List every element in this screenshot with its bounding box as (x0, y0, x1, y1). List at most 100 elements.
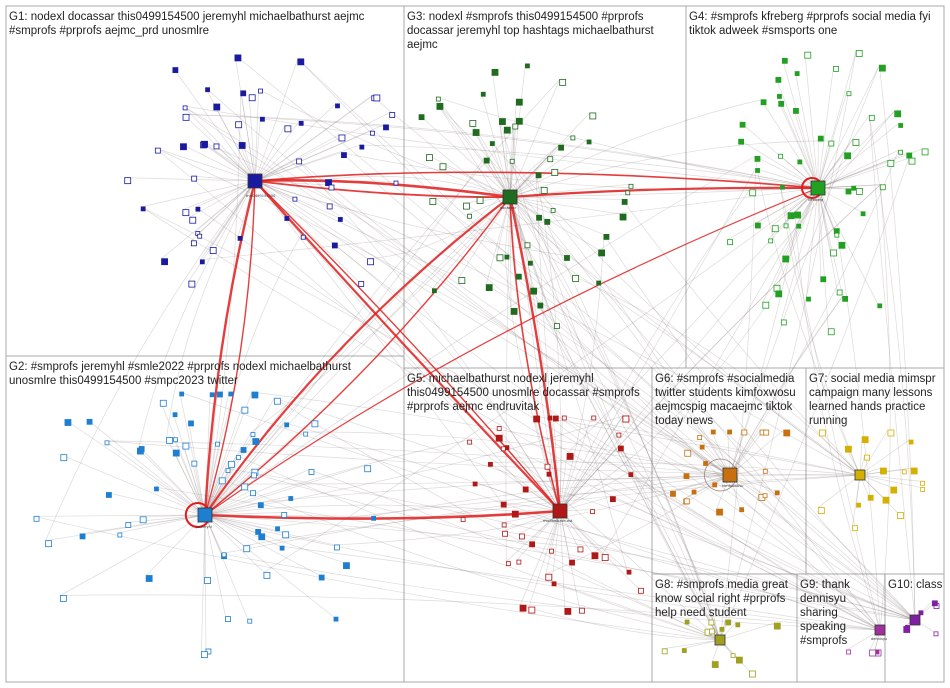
cross-edge-136 (535, 172, 562, 512)
node-g3-23 (570, 135, 576, 141)
node-g3-7 (554, 323, 560, 329)
node-g1-43 (284, 216, 290, 221)
node-g7-11 (880, 467, 887, 475)
node-g4-43 (778, 153, 783, 159)
node-g3-50 (550, 207, 556, 213)
edge-g4-45 (773, 187, 819, 286)
cross-edge-117 (780, 185, 881, 631)
node-g2-50 (275, 526, 280, 532)
cross-edge-122 (154, 486, 916, 621)
node-g3-45 (559, 78, 567, 86)
edge-g4-6 (817, 50, 857, 189)
cross-edge-15 (794, 211, 881, 631)
edge-g2-24 (204, 514, 265, 573)
edge-g3-29 (436, 103, 511, 198)
edge-g5-40 (467, 439, 561, 512)
node-g6-12 (741, 429, 748, 436)
edge-g4-44 (817, 110, 895, 189)
node-g3-47 (540, 186, 548, 194)
node-g4-46 (844, 152, 851, 160)
hub-label-g4: kfreberg (808, 198, 823, 202)
cross-edge-32 (559, 189, 750, 512)
edge-g4-37 (760, 99, 819, 189)
edge-g1-39 (209, 180, 256, 248)
cross-edge-70 (516, 273, 881, 631)
node-g5-21 (505, 561, 511, 567)
node-g5-44 (546, 471, 552, 477)
hub-node-g4 (810, 180, 826, 196)
edge-g4-12 (754, 156, 819, 189)
node-g3-43 (472, 129, 480, 136)
edge-g5-13 (559, 510, 570, 561)
edge-g4-50 (781, 58, 819, 189)
node-g6-8 (684, 449, 692, 457)
cross-edge-25 (250, 196, 511, 433)
node-g7-2 (890, 486, 898, 494)
g8-label: G8: #smprofs media great (655, 579, 789, 591)
node-g5-38 (566, 453, 574, 460)
node-g5-3 (472, 481, 478, 487)
cross-edge-31 (490, 141, 731, 476)
node-g1-53 (201, 140, 208, 148)
edge-g4-25 (777, 94, 819, 189)
group-labels: G1: nodexl docassar this0499154500 jerem… (9, 11, 943, 647)
edge-g1-48 (254, 95, 372, 182)
node-g2-63 (284, 422, 290, 428)
edge-g1-4 (254, 89, 259, 182)
edge-g3-8 (426, 154, 511, 198)
edge-g5-20 (559, 510, 628, 571)
node-g6-2 (703, 461, 708, 466)
red-edges (184, 171, 823, 528)
edge-g6-18 (683, 473, 731, 476)
edge-g1-31 (200, 141, 256, 182)
edge-g6-0 (710, 429, 731, 476)
cross-edge-2 (359, 144, 819, 189)
node-g2-14 (179, 391, 185, 397)
edge-g4-3 (775, 77, 819, 189)
g3-label-line2: docassar jeremyhl top hashtags michaelba… (407, 25, 655, 37)
cross-edge-116 (204, 415, 623, 516)
cross-edge-38 (754, 156, 861, 476)
cross-edge-145 (591, 415, 881, 631)
cross-edge-99 (603, 234, 916, 621)
node-g1-19 (359, 144, 365, 150)
node-g7-13 (901, 469, 907, 475)
node-g1-47 (358, 280, 365, 287)
node-g7-4 (882, 496, 890, 504)
g6-label-line2: twitter students kimfoxwosu (655, 387, 796, 399)
node-g8-11 (709, 628, 715, 635)
edge-g2-3 (204, 514, 226, 617)
node-g4-2 (879, 184, 886, 191)
cross-edge-102 (483, 157, 721, 641)
cross-edge-64 (332, 242, 881, 631)
node-g2-13 (311, 420, 319, 428)
edge-g5-2 (502, 510, 561, 532)
cross-edge-93 (719, 50, 857, 641)
edge-g2-13 (204, 420, 313, 516)
edge-g1-18 (182, 180, 256, 210)
edge-g1-35 (124, 177, 256, 182)
cross-edge-80 (559, 184, 881, 512)
cross-edge-154 (166, 180, 256, 438)
node-g5-31 (617, 445, 624, 452)
cross-edge-40 (371, 474, 731, 517)
node-g2-33 (172, 412, 178, 418)
g5-label: G5: michaelbathurst nodexl jeremyhl (407, 373, 594, 385)
cross-edge-35 (204, 439, 468, 516)
node-g3-48 (515, 98, 523, 106)
edge-g2-64 (204, 432, 252, 516)
node-g4-3 (775, 77, 782, 83)
g7-label-line2: campaign many lessons (809, 387, 933, 399)
g6-label-line3: aejmcspig macaejmc tiktok (655, 401, 793, 413)
edge-g2-11 (204, 469, 310, 516)
node-g7-5 (844, 445, 852, 453)
cross-edge-58 (559, 110, 895, 512)
cross-edge-4 (200, 187, 819, 261)
node-g3-0 (489, 141, 495, 146)
node-g3-2 (431, 288, 437, 294)
cross-edge-69 (572, 275, 861, 476)
cross-edge-78 (155, 147, 731, 476)
node-g1-25 (197, 233, 203, 239)
node-g2-69 (86, 418, 93, 425)
node-g6-9 (739, 507, 745, 513)
